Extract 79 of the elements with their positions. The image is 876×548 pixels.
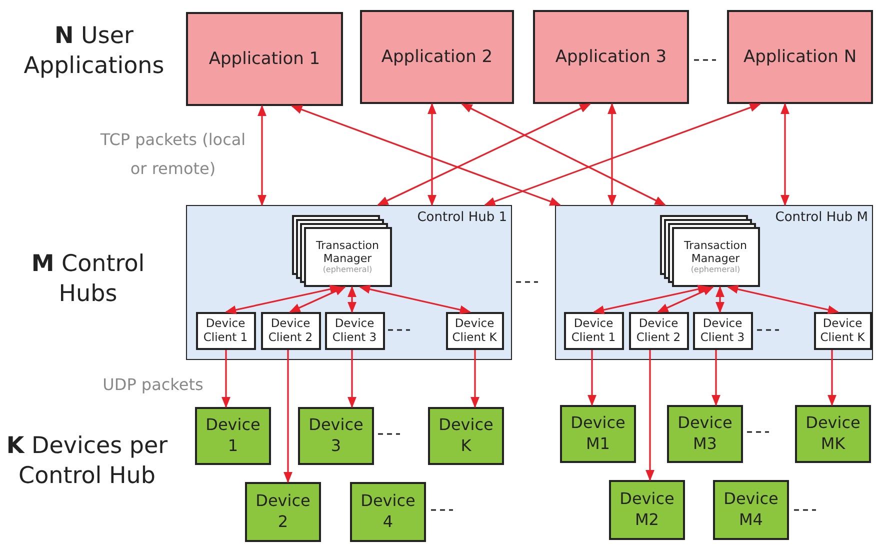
connector-arrow — [290, 105, 562, 206]
connector-arrow — [222, 350, 230, 408]
device-box — [713, 480, 789, 540]
node-label: Device M1 — [570, 413, 626, 455]
node-label: Device Client 3 — [699, 316, 746, 344]
node-label: Device 1 — [204, 415, 262, 457]
node-label: Device M4 — [722, 489, 780, 531]
node-label: Device Client K — [451, 316, 498, 344]
connector-arrow — [258, 104, 266, 206]
connector-arrow — [726, 284, 840, 314]
device-box — [795, 405, 871, 463]
hub-title: Control Hub M — [775, 210, 868, 225]
node-label: Transaction Manager — [315, 238, 380, 265]
device-box — [245, 482, 321, 542]
application-box — [186, 12, 343, 106]
node-label: Device 4 — [360, 491, 416, 533]
connector-arrow — [608, 102, 616, 206]
device-client-box — [564, 312, 624, 350]
node-label: Device MK — [804, 413, 862, 455]
connector-arrow — [288, 286, 346, 313]
node-label: Device Client 1 — [202, 316, 249, 344]
node-label: Device K — [438, 415, 494, 457]
device-client-box — [446, 312, 504, 350]
node-label: Device 2 — [254, 491, 312, 533]
node-label: Application 1 — [208, 48, 320, 70]
connector-arrow — [588, 350, 596, 406]
connector-arrow — [348, 350, 356, 408]
connector-arrow — [461, 103, 666, 206]
node-label: Transaction Manager — [683, 238, 748, 265]
protocol-label: UDP packets — [102, 374, 204, 396]
application-box — [533, 10, 689, 104]
connector-arrow — [428, 102, 436, 206]
connector-arrow — [348, 286, 356, 314]
hub-title: Control Hub 1 — [417, 210, 507, 225]
node-label: Application 2 — [381, 46, 493, 68]
connector-arrow — [712, 350, 720, 406]
connector-arrow — [284, 350, 292, 484]
connector-arrow — [484, 103, 762, 206]
node-label: Device M3 — [676, 413, 734, 455]
application-box — [360, 10, 514, 104]
node-label: Device Client K — [819, 316, 866, 344]
device-box — [560, 405, 636, 463]
device-box — [195, 407, 271, 465]
note-text: (ephemeral) — [322, 264, 372, 274]
node-label: Application 3 — [555, 46, 667, 68]
control-hub-panel — [186, 205, 512, 360]
node-label: Device Client 2 — [635, 316, 682, 344]
connector-arrow — [656, 286, 714, 313]
device-client-box — [814, 312, 872, 350]
node-label: Device 3 — [308, 415, 364, 457]
node-label: Device Client 1 — [570, 316, 617, 344]
device-box — [609, 480, 685, 540]
control-hub-panel — [555, 205, 873, 360]
node-label: Device M2 — [618, 489, 676, 531]
connector-arrow — [646, 350, 654, 482]
connector-arrow — [377, 103, 591, 206]
connector-arrow — [828, 350, 836, 406]
device-client-box — [628, 312, 688, 350]
connector-arrow — [780, 102, 790, 206]
tier-label: N User Applications — [22, 22, 166, 81]
device-client-box — [196, 312, 256, 350]
device-box — [428, 407, 504, 465]
tier-label: M Control Hubs — [30, 250, 146, 309]
device-box — [667, 405, 743, 463]
connector-arrow — [358, 284, 472, 314]
node-label: Device Client 3 — [331, 316, 378, 344]
node-label: Application N — [743, 46, 857, 68]
node-label: Device Client 2 — [267, 316, 314, 344]
device-client-box — [324, 312, 384, 350]
connector-arrow — [716, 286, 724, 314]
device-client-box — [692, 312, 752, 350]
tier-label: K Devices per Control Hub — [5, 432, 169, 491]
application-box — [727, 10, 873, 104]
note-text: (ephemeral) — [690, 264, 740, 274]
connector-arrow — [470, 350, 480, 408]
device-client-box — [260, 312, 320, 350]
protocol-label: TCP packets (local or remote) — [99, 129, 247, 180]
device-box — [350, 482, 426, 542]
device-box — [298, 407, 374, 465]
